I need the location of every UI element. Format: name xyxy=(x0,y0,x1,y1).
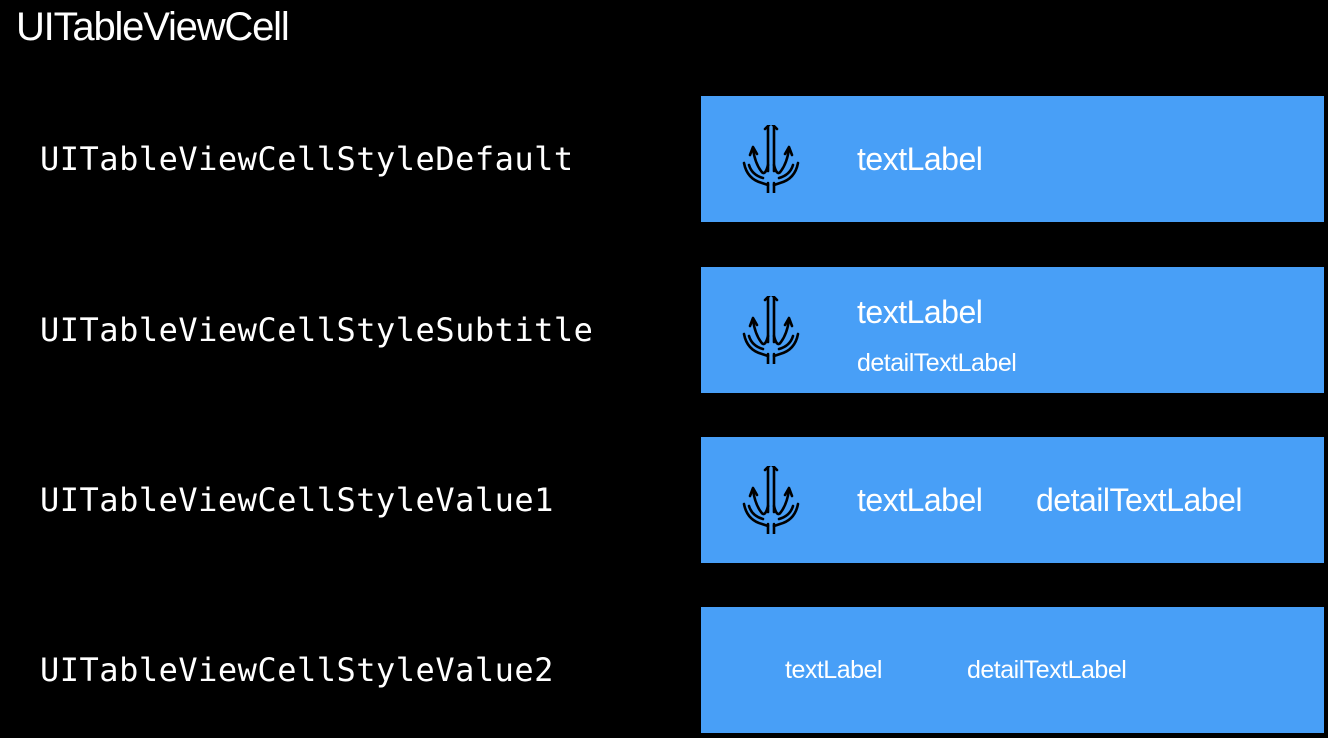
page-title: UITableViewCell xyxy=(16,5,290,49)
text-label: textLabel xyxy=(857,141,983,177)
detail-text-label: detailTextLabel xyxy=(1036,482,1242,518)
text-label: textLabel xyxy=(857,482,983,518)
cell-style-row-value1: UITableViewCellStyleValue1 textLabel det… xyxy=(0,437,1328,563)
text-label: textLabel xyxy=(785,656,882,684)
style-name-label: UITableViewCellStyleValue2 xyxy=(40,651,554,689)
table-view-cell-value1: textLabel detailTextLabel xyxy=(701,437,1324,563)
style-name-label: UITableViewCellStyleDefault xyxy=(40,140,574,178)
trident-icon xyxy=(742,125,800,193)
style-name-label: UITableViewCellStyleSubtitle xyxy=(40,311,594,349)
text-label: textLabel xyxy=(857,294,983,330)
cell-style-row-default: UITableViewCellStyleDefault textLabel xyxy=(0,96,1328,222)
cell-style-row-value2: UITableViewCellStyleValue2 textLabel det… xyxy=(0,607,1328,733)
detail-text-label: detailTextLabel xyxy=(967,656,1127,684)
table-view-cell-subtitle: textLabel detailTextLabel xyxy=(701,267,1324,393)
table-view-cell-value2: textLabel detailTextLabel xyxy=(701,607,1324,733)
trident-icon xyxy=(742,296,800,364)
style-name-label: UITableViewCellStyleValue1 xyxy=(40,481,554,519)
trident-icon xyxy=(742,466,800,534)
detail-text-label: detailTextLabel xyxy=(857,349,1017,377)
cell-style-row-subtitle: UITableViewCellStyleSubtitle textLabel d… xyxy=(0,267,1328,393)
table-view-cell-default: textLabel xyxy=(701,96,1324,222)
